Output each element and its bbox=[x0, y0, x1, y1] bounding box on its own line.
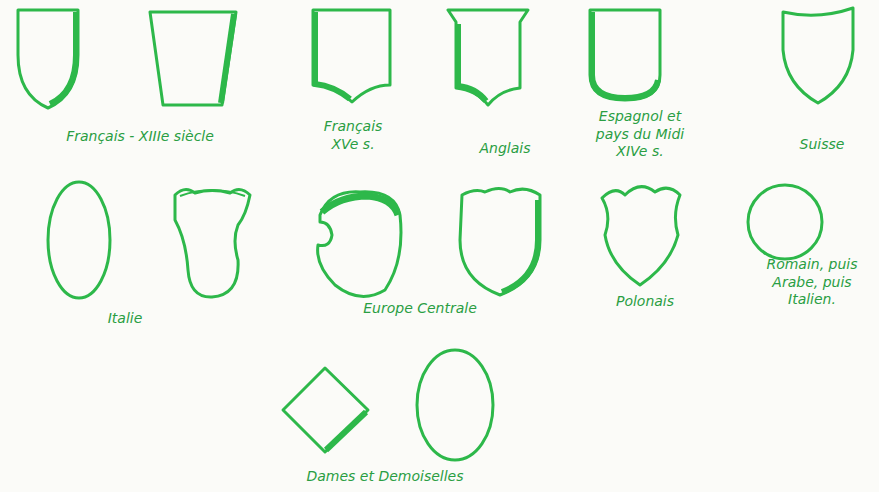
italian-oval-shield bbox=[48, 182, 110, 298]
lozenge-shield bbox=[283, 368, 368, 452]
french-15c-shield bbox=[313, 10, 390, 102]
shield-shade bbox=[221, 14, 234, 103]
shield-detail bbox=[180, 190, 245, 196]
french-13c-shield bbox=[18, 10, 78, 108]
spanish-shield bbox=[590, 10, 660, 100]
shield-shade bbox=[592, 12, 658, 98]
trapezoid-shield bbox=[150, 12, 236, 105]
shield-label: Romain, puis Arabe, puis Italien. bbox=[760, 256, 865, 309]
central-europe-bouche-shield bbox=[318, 192, 401, 297]
shield-shade bbox=[502, 200, 538, 292]
shield-shade bbox=[315, 12, 350, 99]
shield-shade bbox=[458, 24, 486, 101]
shield-shade bbox=[326, 412, 366, 450]
central-europe-shield bbox=[460, 189, 540, 296]
shield-label: Français XVe s. bbox=[313, 118, 393, 153]
italian-horsehead-shield bbox=[175, 189, 250, 297]
shield-label: Italie bbox=[80, 310, 170, 328]
shield-label: Espagnol et pays du Midi XIVe s. bbox=[588, 108, 693, 161]
english-shield bbox=[448, 10, 528, 105]
shield-label: Anglais bbox=[460, 140, 550, 158]
shield-label: Dames et Demoiselles bbox=[255, 468, 515, 486]
shield-label: Français - XIIIe siècle bbox=[20, 128, 260, 146]
ladies-oval-shield bbox=[417, 350, 493, 460]
polish-shield bbox=[602, 187, 680, 285]
shield-label: Suisse bbox=[777, 136, 867, 154]
round-shield bbox=[748, 185, 822, 259]
shield-shade bbox=[322, 196, 398, 215]
shield-label: Polonais bbox=[590, 293, 700, 311]
shield-label: Europe Centrale bbox=[320, 300, 520, 318]
shield-shade bbox=[50, 12, 76, 104]
swiss-shield bbox=[783, 8, 853, 103]
